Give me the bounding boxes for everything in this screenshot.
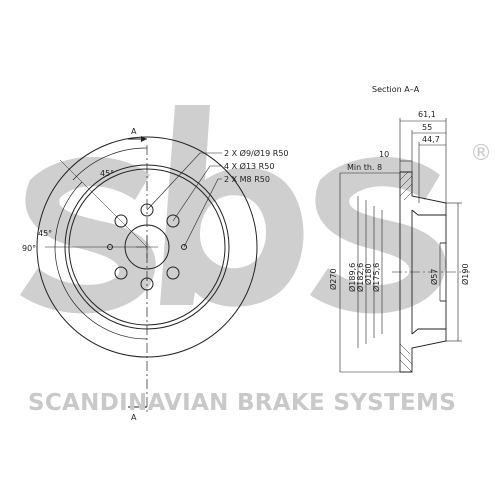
dim-dia-180: Ø180	[363, 263, 373, 285]
leader-line	[172, 165, 222, 222]
bolt-hole	[166, 266, 180, 280]
drum-profile-bottom	[400, 328, 447, 373]
hole-callout-2: 4 X Ø13 R50	[224, 161, 274, 171]
dim-10: 10	[379, 150, 389, 159]
bolt-hole	[114, 266, 128, 280]
hole-callout-3: 2 X M8 R50	[224, 175, 270, 184]
small-hole	[181, 244, 187, 250]
bolt-hole	[114, 214, 128, 228]
vertical-dimensions	[339, 173, 462, 373]
dim-dia-189-6: Ø189,6	[347, 263, 357, 292]
dim-dia-190: Ø190	[460, 263, 470, 285]
dim-dia-270: Ø270	[328, 268, 338, 290]
section-letter-top: A	[131, 127, 137, 136]
leader-line	[146, 152, 222, 211]
angle-arc-90	[54, 246, 148, 340]
bolt-hole	[166, 214, 180, 228]
angle-label-45-mid: 45°	[38, 229, 52, 238]
dim-61-1: 61,1	[418, 110, 436, 119]
section-letter-bottom: A	[131, 413, 137, 422]
angle-label-90: 90°	[22, 244, 36, 253]
dim-dia-57: Ø57	[429, 269, 439, 285]
dim-dia-182-6: Ø182,6	[355, 263, 365, 292]
angle-arc-45-mid	[54, 181, 83, 248]
dim-55: 55	[422, 123, 432, 132]
dim-44-7: 44,7	[422, 135, 440, 144]
angle-arc-45-top	[72, 147, 148, 181]
brand-watermark-text: SCANDINAVIAN BRAKE SYSTEMS	[28, 390, 456, 416]
leader-line	[183, 178, 222, 248]
registered-mark: ®	[470, 141, 492, 166]
horizontal-dimensions	[340, 118, 447, 203]
section-title: Section A–A	[372, 85, 420, 94]
angle-label-45-top: 45°	[100, 169, 114, 178]
section-view	[392, 171, 470, 373]
hole-callout-1: 2 X Ø9/Ø19 R50	[224, 148, 289, 158]
dim-min-thickness: Min th. 8	[347, 163, 382, 172]
dim-dia-175-6: Ø175,6	[371, 263, 381, 292]
